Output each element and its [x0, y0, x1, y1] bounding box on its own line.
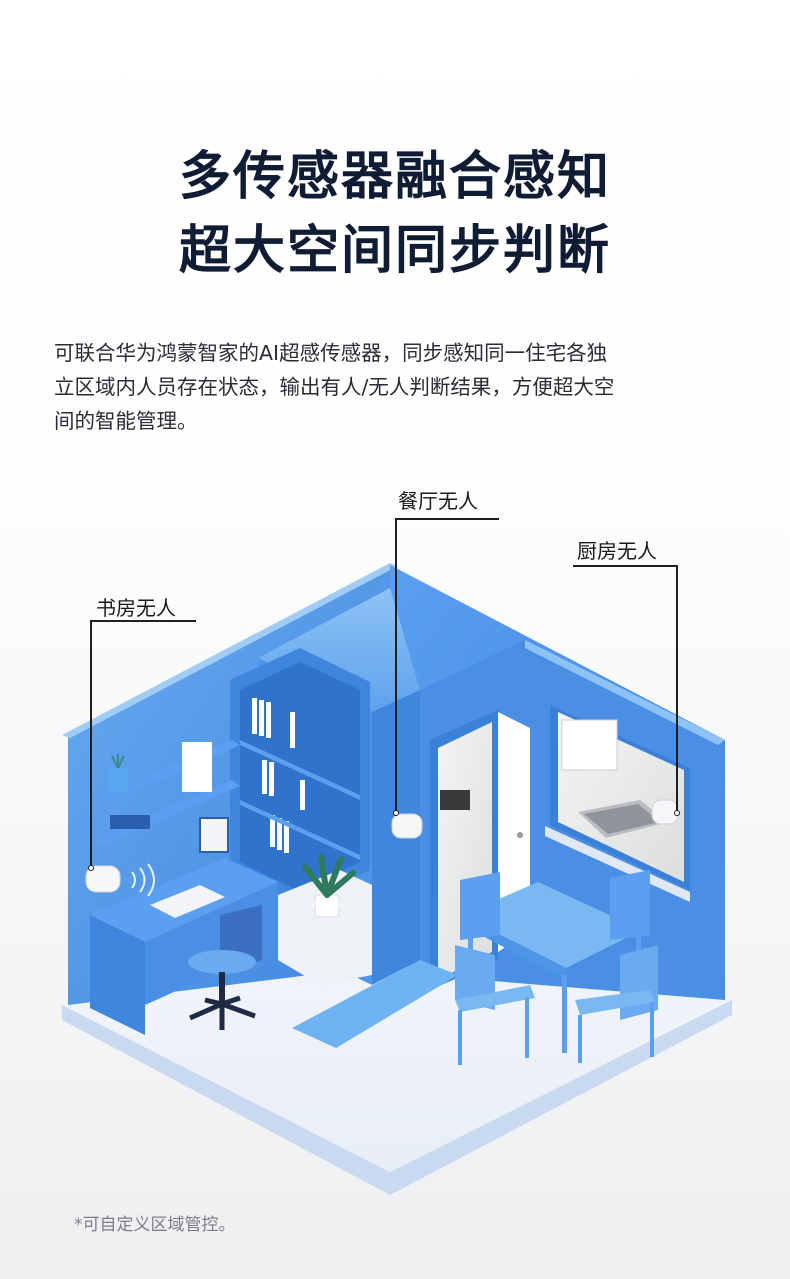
callout-study-label: 书房无人	[96, 596, 176, 620]
sensor-kitchen-marker	[674, 810, 680, 816]
description: 可联合华为鸿蒙智家的AI超感传感器，同步感知同一住宅各独 立区域内人员存在状态，…	[54, 336, 744, 438]
footnote: *可自定义区域管控。	[74, 1215, 236, 1235]
description-line-3: 间的智能管理。	[54, 409, 198, 433]
headline: 多传感器融合感知 超大空间同步判断	[0, 140, 790, 288]
sensor-study-marker	[88, 865, 94, 871]
headline-line-2: 超大空间同步判断	[178, 221, 611, 281]
sensor-dining-marker	[393, 810, 399, 816]
callout-dining-label: 餐厅无人	[398, 489, 478, 513]
callout-kitchen-leader	[676, 565, 678, 812]
description-line-2: 立区域内人员存在状态，输出有人/无人判断结果，方便超大空	[54, 375, 615, 399]
callout-dining-underline	[395, 518, 499, 520]
floor-rug	[292, 960, 458, 1048]
office-chair	[188, 905, 262, 1030]
sensor-study	[85, 863, 155, 897]
callout-study-leader	[90, 620, 92, 867]
wall-shelves	[92, 740, 240, 846]
cabinet-with-plant	[278, 854, 372, 985]
bookshelf	[230, 648, 370, 905]
callout-kitchen-label: 厨房无人	[577, 539, 657, 563]
kitchen-window	[545, 705, 690, 902]
callout-dining-leader	[395, 518, 397, 813]
callout-kitchen-underline	[573, 565, 678, 567]
dining-set	[455, 870, 658, 1065]
description-line-1: 可联合华为鸿蒙智家的AI超感传感器，同步感知同一住宅各独	[54, 341, 608, 365]
sensor-dining	[391, 813, 423, 839]
callout-study-underline	[90, 620, 196, 622]
headline-line-1: 多传感器融合感知	[178, 147, 611, 207]
